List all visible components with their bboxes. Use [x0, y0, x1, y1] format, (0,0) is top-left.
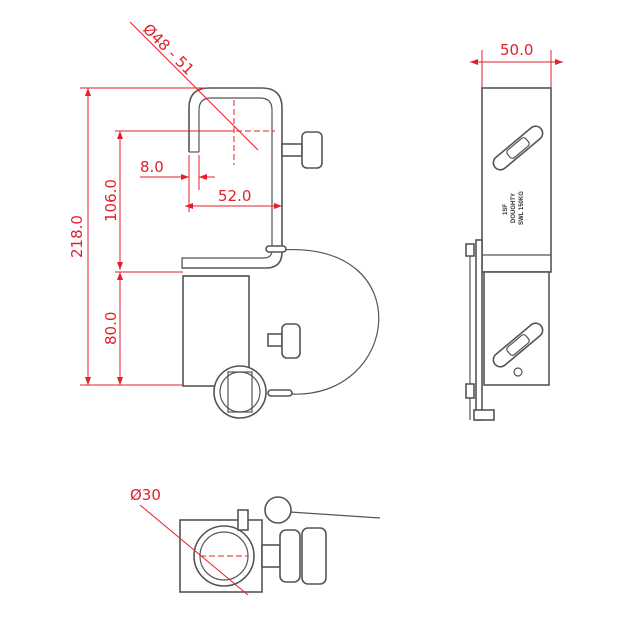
wing-nut-lower[interactable] [491, 320, 546, 369]
tube-clamp-ring [213, 365, 267, 419]
dim-front-width: 50.0 [500, 41, 533, 59]
plate-label-line1: 1SF [503, 204, 509, 215]
dim-diameter-top: Ø48 - 51 [139, 20, 198, 79]
dimension-lines [80, 21, 282, 386]
dim-overall-height: 218.0 [68, 215, 86, 258]
plate-label-line2: DOUGHTY [511, 193, 517, 223]
bottom-view [139, 496, 381, 596]
hook-bracket [182, 87, 283, 269]
safety-cable [279, 249, 380, 395]
knob-bottom-1[interactable] [279, 529, 301, 583]
dim-hook-width: 52.0 [218, 187, 251, 205]
dim-lip-offset: 8.0 [140, 158, 164, 176]
knob-upper[interactable] [281, 131, 323, 169]
dim-diameter-bottom: Ø30 [130, 486, 161, 504]
knob-lower[interactable] [267, 323, 301, 359]
dim-hook-height: 106.0 [102, 179, 120, 222]
front-view: 1SF DOUGHTY SWL 150KG [465, 50, 563, 421]
plate-label-line3: SWL 150KG [519, 191, 525, 225]
side-view [181, 87, 380, 419]
knob-bottom-2[interactable] [301, 527, 327, 585]
dim-body-height: 80.0 [102, 312, 120, 345]
wing-nut-upper[interactable] [491, 123, 546, 172]
